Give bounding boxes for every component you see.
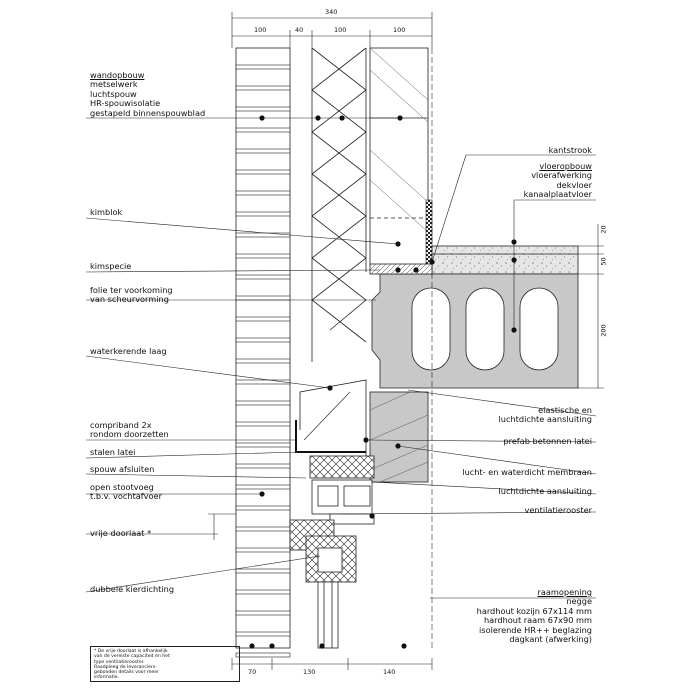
brick-joint bbox=[235, 505, 291, 511]
waterkerende-line bbox=[299, 379, 367, 460]
kantstrook-strip bbox=[425, 199, 433, 269]
label-waterkerende: waterkerende laag bbox=[90, 346, 167, 356]
brick-joint bbox=[235, 85, 291, 91]
brick-joint bbox=[235, 64, 291, 70]
cavity-insulation bbox=[311, 47, 367, 362]
brick-joint bbox=[235, 484, 291, 490]
label-elastische-aansluiting: elastische en luchtdichte aansluiting bbox=[498, 405, 592, 425]
dim-bottom-2: 130 bbox=[303, 668, 316, 676]
label-prefab-latei: prefab betonnen latei bbox=[503, 436, 592, 446]
brick-joint bbox=[235, 190, 291, 196]
label-raamopening: raamopening negge hardhout kozijn 67x114… bbox=[476, 587, 592, 645]
dim-top-2: 40 bbox=[295, 26, 304, 34]
label-compriband: compriband 2x rondom doorzetten bbox=[90, 420, 169, 440]
label-wandopbouw: wandopbouw metselwerk luchtspouw HR-spou… bbox=[90, 70, 206, 118]
label-vrije-doorlaat: vrije doorlaat * bbox=[90, 528, 152, 538]
label-open-stootvoeg: open stootvoeg t.b.v. vochtafvoer bbox=[90, 482, 162, 502]
brick-joint bbox=[235, 652, 291, 658]
label-kimspecie: kimspecie bbox=[90, 261, 132, 271]
brick-joint bbox=[235, 148, 291, 154]
label-ventilatierooster: ventilatierooster bbox=[524, 505, 592, 515]
brick-joint bbox=[235, 547, 291, 553]
brick-joint bbox=[235, 526, 291, 532]
dim-bottom-1: 70 bbox=[248, 668, 257, 676]
dim-right-1: 20 bbox=[599, 225, 608, 234]
brick-joint bbox=[235, 568, 291, 574]
brick-joint bbox=[235, 631, 291, 637]
dim-top-total: 340 bbox=[325, 8, 338, 16]
brick-joint bbox=[235, 589, 291, 595]
label-spouw-afsluiten: spouw afsluiten bbox=[90, 464, 155, 474]
dim-right-3: 200 bbox=[599, 324, 608, 337]
window-frame bbox=[289, 455, 375, 649]
dim-top-4: 100 bbox=[393, 26, 406, 34]
inner-leaf bbox=[369, 47, 429, 267]
brick-joint bbox=[235, 379, 291, 385]
label-vloeropbouw: vloeropbouw vloerafwerking dekvloer kana… bbox=[523, 161, 592, 200]
leader-dots bbox=[249, 115, 517, 649]
label-folie: folie ter voorkoming van scheurvorming bbox=[90, 285, 173, 305]
brick-joint bbox=[235, 400, 291, 406]
label-kimblok: kimblok bbox=[90, 207, 123, 217]
prefab-lintel bbox=[369, 391, 429, 483]
label-membraan: lucht- en waterdicht membraan bbox=[462, 467, 592, 477]
dim-top-3: 100 bbox=[334, 26, 347, 34]
brick-joint bbox=[235, 253, 291, 259]
dim-bottom-3: 140 bbox=[383, 668, 396, 676]
dimension-lines bbox=[208, 12, 604, 670]
brick-joint bbox=[235, 127, 291, 133]
brick-joint bbox=[235, 463, 291, 469]
dim-top-1: 100 bbox=[254, 26, 267, 34]
brick-joint bbox=[235, 211, 291, 217]
brick-joint bbox=[235, 106, 291, 112]
leader-lines bbox=[85, 117, 597, 599]
brick-joint bbox=[235, 316, 291, 322]
brick-joint bbox=[235, 232, 291, 238]
dim-right-2: 50 bbox=[599, 257, 608, 266]
brick-joint bbox=[235, 358, 291, 364]
brick-joint bbox=[235, 421, 291, 427]
steel-lintel bbox=[295, 420, 366, 453]
label-kantstrook: kantstrook bbox=[548, 145, 592, 155]
label-stalen-latei: stalen latei bbox=[90, 447, 136, 457]
footnote-box: * De vrije doorlaat is afhankelijk van d… bbox=[90, 646, 240, 682]
brick-wall bbox=[235, 47, 291, 658]
label-luchtdichte-aansluiting: luchtdichte aansluiting bbox=[498, 486, 592, 496]
brick-joint bbox=[235, 274, 291, 280]
brick-joint bbox=[235, 169, 291, 175]
brick-joint bbox=[235, 442, 291, 448]
floor-buildup bbox=[369, 245, 579, 389]
brick-joint bbox=[235, 337, 291, 343]
brick-joint bbox=[235, 295, 291, 301]
brick-joint bbox=[235, 610, 291, 616]
label-dubbele-kierdichting: dubbele kierdichting bbox=[90, 584, 175, 594]
